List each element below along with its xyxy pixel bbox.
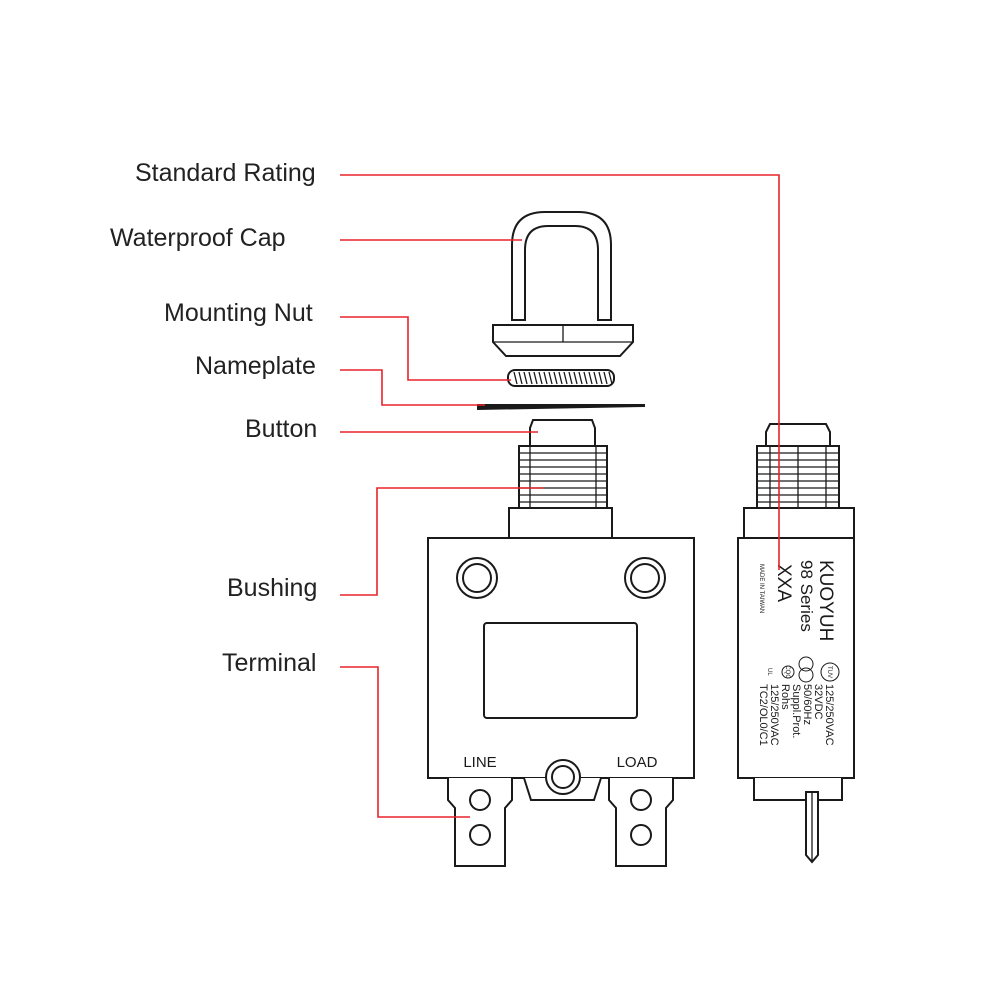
side-print: KUOYUH 98 Series XXA MADE IN TAIWAN TUV … xyxy=(757,560,840,746)
leader-mounting-nut xyxy=(340,316,511,381)
svg-text:TUV: TUV xyxy=(826,666,832,678)
ce-mark xyxy=(798,656,814,683)
load-label: LOAD xyxy=(617,754,658,771)
rating-dc-text: 32VDC xyxy=(812,684,824,720)
leader-nameplate xyxy=(340,369,485,406)
terminal-load xyxy=(608,778,674,867)
cqc-mark: CQC xyxy=(781,665,795,679)
nameplate xyxy=(477,404,645,410)
label-window xyxy=(483,622,638,719)
tuv-mark: TUV xyxy=(820,662,840,682)
label-bushing: Bushing xyxy=(227,574,317,602)
leader-lines xyxy=(340,174,780,818)
rohs-text: Rohs xyxy=(779,684,791,710)
terminal-line xyxy=(447,778,513,867)
brand-text: KUOYUH xyxy=(815,560,836,641)
bushing-part xyxy=(518,445,608,509)
front-view: LINE LOAD xyxy=(427,419,695,867)
svg-text:UL: UL xyxy=(766,668,772,676)
label-mounting-nut: Mounting Nut xyxy=(164,299,313,327)
label-standard-rating: Standard Rating xyxy=(135,159,316,187)
label-nameplate: Nameplate xyxy=(195,352,316,380)
button-part xyxy=(529,419,596,447)
supp-prot-text: Suppl.Prot. xyxy=(790,684,802,738)
model-text: XXA xyxy=(773,564,794,602)
leader-terminal xyxy=(340,666,470,818)
origin-text: MADE IN TAIWAN xyxy=(758,564,764,613)
leader-bushing xyxy=(340,487,543,596)
leader-standard-rating xyxy=(340,174,780,570)
line-label: LINE xyxy=(463,754,496,771)
label-waterproof-cap: Waterproof Cap xyxy=(110,224,286,252)
label-button: Button xyxy=(245,415,317,443)
series-text: 98 Series xyxy=(797,560,816,632)
ul-mark: UL xyxy=(766,668,772,676)
side-view: KUOYUH 98 Series XXA MADE IN TAIWAN TUV … xyxy=(737,423,855,864)
side-housing xyxy=(737,537,855,779)
rating-ac-text: 125/250VAC xyxy=(823,684,835,746)
rating-ac-2-text: 125/250VAC xyxy=(768,684,780,746)
frequency-text: 50/60Hz xyxy=(801,684,813,725)
label-terminal: Terminal xyxy=(222,649,316,677)
mounting-nut xyxy=(507,369,615,387)
class-code-text: TC2/OL0/C1 xyxy=(757,684,769,746)
svg-text:CQC: CQC xyxy=(784,665,790,679)
waterproof-cap xyxy=(492,211,634,357)
